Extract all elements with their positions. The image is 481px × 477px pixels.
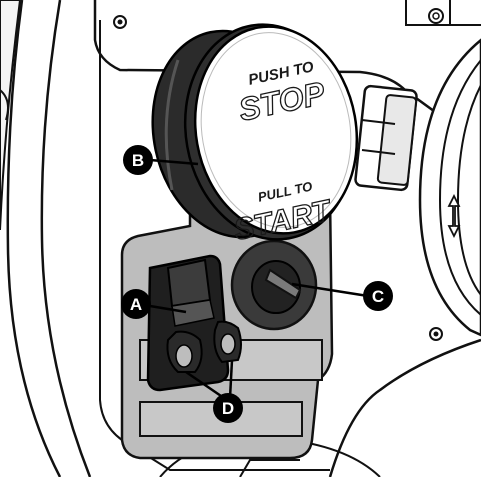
callout-a-label: A: [130, 295, 142, 314]
leader-d-left: [185, 370, 225, 400]
stop-start-knob: PUSH TO STOP PULL TO START: [151, 23, 359, 248]
callout-a: A: [121, 289, 151, 319]
callout-d: D: [213, 393, 243, 423]
screw-bottom-right: [429, 327, 443, 341]
callout-b: B: [123, 145, 153, 175]
callout-c: C: [363, 281, 393, 311]
leader-c: [291, 282, 369, 298]
leader-b: [149, 158, 199, 166]
screw-top-right: [428, 8, 444, 24]
tether-loops: [166, 320, 242, 373]
leader-d-right: [228, 359, 234, 399]
screw-top-left: [113, 15, 127, 29]
leader-a: [149, 304, 187, 314]
callout-b-label: B: [132, 151, 144, 170]
fuel-valve-wheel: [354, 38, 481, 337]
choke-port: [230, 239, 318, 331]
callout-leaders: [149, 158, 369, 400]
callout-d-label: D: [222, 399, 234, 418]
callout-c-label: C: [372, 287, 384, 306]
